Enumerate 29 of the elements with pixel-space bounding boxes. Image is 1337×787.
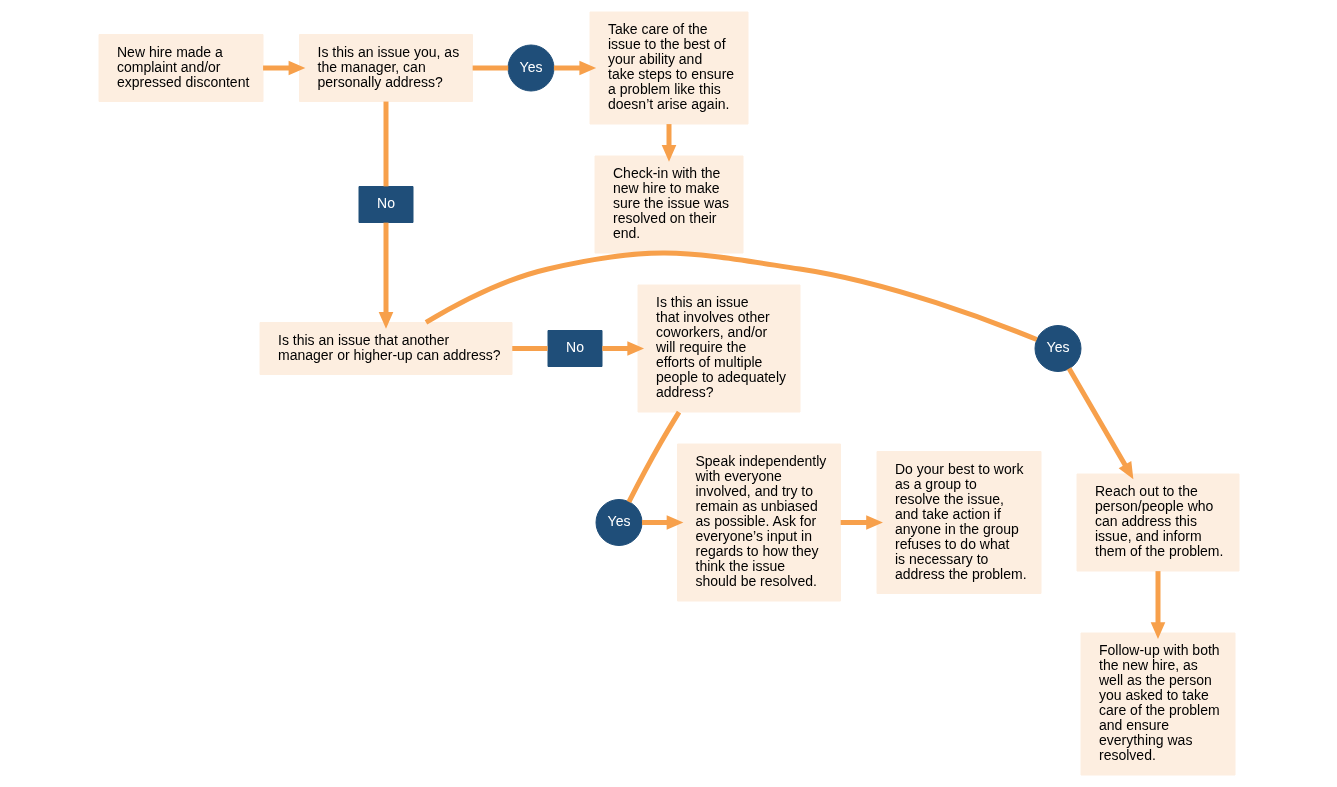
arrow	[641, 515, 683, 530]
connector	[511, 346, 548, 351]
node-box: Take care of the issue to the best of your ability and take steps to ensure a problem like this doesn’t arise again.	[589, 11, 748, 125]
node-circle: Yes	[507, 44, 554, 92]
node-box: Reach out to the person/people who can address this issue, and inform them of the problem.	[1076, 473, 1239, 572]
node-box: No	[358, 186, 413, 223]
arrow	[1066, 367, 1133, 480]
node-box: Check-in with the new hire to make sure the issue was resolved on their end.	[594, 155, 743, 254]
arrow	[661, 124, 676, 162]
node-box: Is this an issue you, as the manager, can personally address?	[298, 34, 473, 102]
arrow	[1150, 571, 1165, 640]
arrow	[262, 60, 305, 76]
node-circle: Yes	[1034, 325, 1081, 372]
node-box: Is this an issue that involves other coworkers, and/or will require the efforts of multiple people to adequately address?	[637, 284, 800, 413]
node-box: Follow-up with both the new hire, as well as the person you asked to take care of the problem and ensure everything was resolved.	[1080, 632, 1235, 776]
node-box: No	[547, 330, 602, 367]
node-box: Speak independently with everyone involved, and try to remain as unbiased as possible. Ask for everyone’s input in regards to how they think the issue should be resolved.	[676, 443, 841, 602]
arrow	[840, 515, 883, 530]
connector	[626, 410, 681, 503]
connector	[383, 101, 388, 187]
node-box: Do your best to work as a group to resolve the issue, and take action if anyone in the group refuses to do what is necessary to address the problem.	[876, 451, 1041, 594]
connector	[472, 65, 508, 71]
arrow	[553, 60, 596, 76]
arrow	[601, 341, 644, 356]
node-box: Is this an issue that another manager or higher-up can address?	[259, 322, 512, 375]
node-circle: Yes	[595, 499, 642, 546]
node-box: New hire made a complaint and/or expressed discontent	[98, 34, 263, 102]
arrow	[378, 222, 393, 329]
connector	[424, 250, 1038, 342]
